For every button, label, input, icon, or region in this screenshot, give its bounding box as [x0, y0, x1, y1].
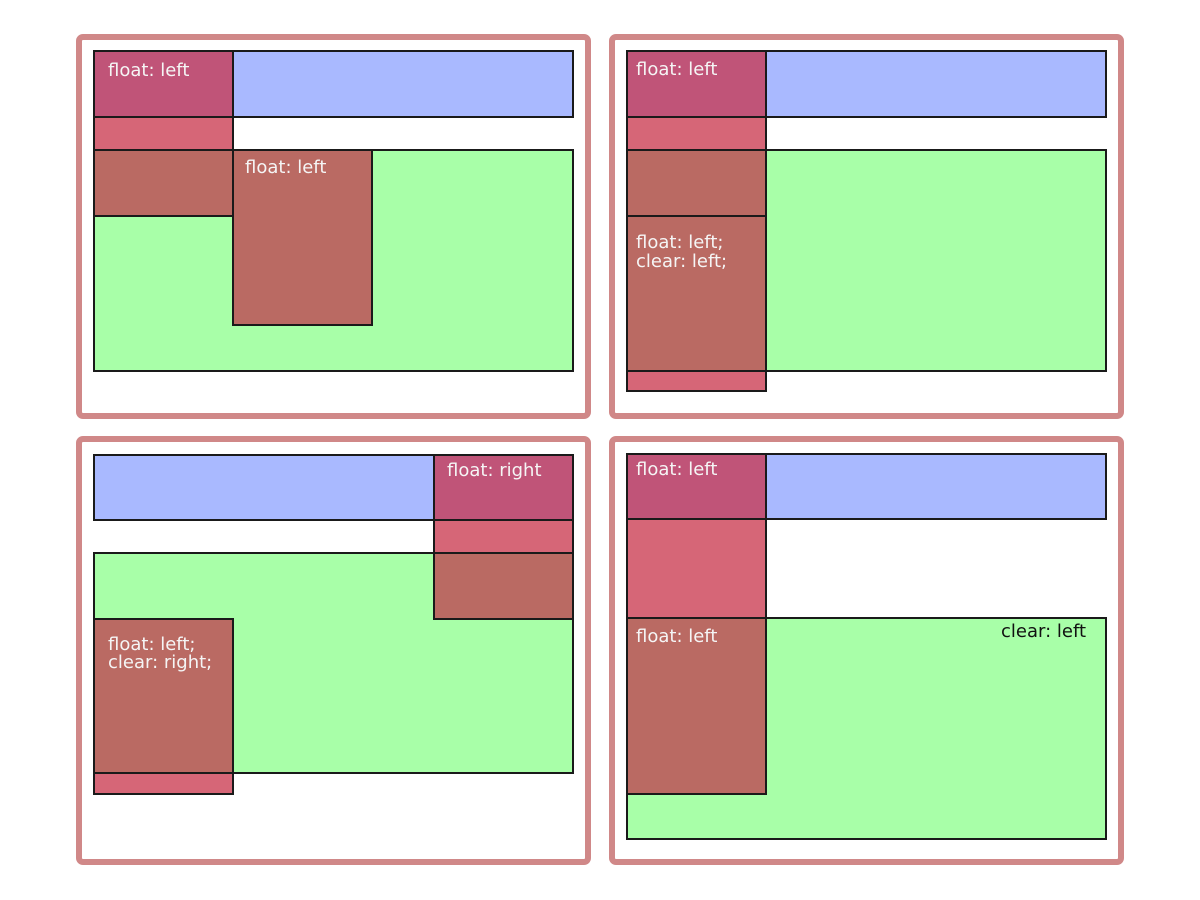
- float-b-label: float: left: [636, 626, 717, 647]
- float-b-label: float: left: [245, 157, 326, 178]
- green-block-label: clear: left: [1001, 621, 1086, 642]
- float-a-label: float: right: [447, 460, 542, 481]
- float-b-label-line-1: float: left;: [108, 634, 195, 655]
- float-box-a-over-blue: [626, 453, 767, 520]
- panel-float-right-clear-right: float: right float: left; clear: right;: [76, 436, 591, 865]
- float-box-a-over-blue: [93, 50, 234, 118]
- float-b-label-line-2: clear: left;: [636, 251, 727, 272]
- float-a-label: float: left: [636, 459, 717, 480]
- panel-float-left-block-clear-left: float: left float: left clear: left: [609, 436, 1124, 865]
- float-box-b: [232, 149, 373, 326]
- float-box-a-over-green: [626, 149, 767, 217]
- panel-float-left-clear-left: float: left float: left; clear: left;: [609, 34, 1124, 419]
- float-b-label-line-1: float: left;: [636, 232, 723, 253]
- float-box-a-over-green: [93, 149, 234, 217]
- float-box-a-over-blue: [433, 454, 574, 521]
- float-box-b-over-green: [626, 215, 767, 372]
- float-a-label: float: left: [108, 60, 189, 81]
- float-box-b-over-green: [93, 618, 234, 774]
- float-a-label: float: left: [636, 59, 717, 80]
- float-box-a-over-blue: [626, 50, 767, 118]
- panel-float-left-both: float: left float: left: [76, 34, 591, 419]
- float-b-label-line-2: clear: right;: [108, 652, 212, 673]
- float-box-a-over-green: [433, 552, 574, 620]
- float-box-b: [626, 617, 767, 795]
